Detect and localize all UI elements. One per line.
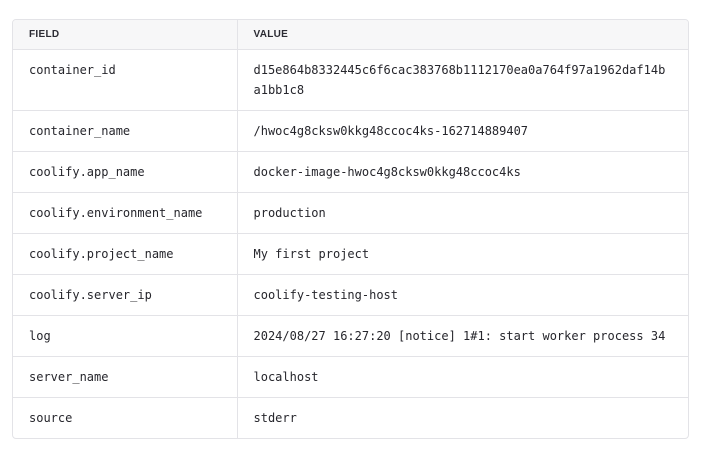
field-cell: server_name xyxy=(13,356,238,398)
field-cell: log xyxy=(13,315,238,357)
value-cell: localhost xyxy=(237,356,688,398)
value-cell: d15e864b8332445c6f6cac383768b1112170ea0a… xyxy=(237,49,688,111)
table-row: coolify.project_name My first project xyxy=(13,233,688,275)
field-cell: coolify.server_ip xyxy=(13,274,238,316)
value-cell: docker-image-hwoc4g8cksw0kkg48ccoc4ks xyxy=(237,151,688,193)
log-fields-table: FIELD VALUE container_id d15e864b8332445… xyxy=(13,20,688,438)
field-cell: coolify.project_name xyxy=(13,233,238,275)
table-row: container_name /hwoc4g8cksw0kkg48ccoc4ks… xyxy=(13,110,688,152)
table-row: coolify.environment_name production xyxy=(13,192,688,234)
value-cell: production xyxy=(237,192,688,234)
table-row: container_id d15e864b8332445c6f6cac38376… xyxy=(13,49,688,111)
column-header-value: VALUE xyxy=(237,20,688,50)
table-row: server_name localhost xyxy=(13,356,688,398)
table-header-row: FIELD VALUE xyxy=(13,20,688,50)
field-cell: coolify.app_name xyxy=(13,151,238,193)
field-cell: container_name xyxy=(13,110,238,152)
table-row: log 2024/08/27 16:27:20 [notice] 1#1: st… xyxy=(13,315,688,357)
table-header: FIELD VALUE xyxy=(13,20,688,50)
field-cell: source xyxy=(13,397,238,438)
field-cell: coolify.environment_name xyxy=(13,192,238,234)
value-cell: stderr xyxy=(253,411,297,425)
value-cell: 2024/08/27 16:27:20 [notice] 1#1: start … xyxy=(237,315,688,357)
table-body: container_id d15e864b8332445c6f6cac38376… xyxy=(13,49,688,438)
column-header-field: FIELD xyxy=(13,20,238,50)
value-cell: /hwoc4g8cksw0kkg48ccoc4ks-162714889407 xyxy=(237,110,688,152)
log-fields-table-card: FIELD VALUE container_id d15e864b8332445… xyxy=(12,19,689,439)
value-cell: My first project xyxy=(237,233,688,275)
table-row: coolify.app_name docker-image-hwoc4g8cks… xyxy=(13,151,688,193)
value-cell: coolify-testing-host xyxy=(237,274,688,316)
field-cell: container_id xyxy=(13,49,238,111)
table-row: source stderr xyxy=(13,397,688,438)
table-row: coolify.server_ip coolify-testing-host xyxy=(13,274,688,316)
